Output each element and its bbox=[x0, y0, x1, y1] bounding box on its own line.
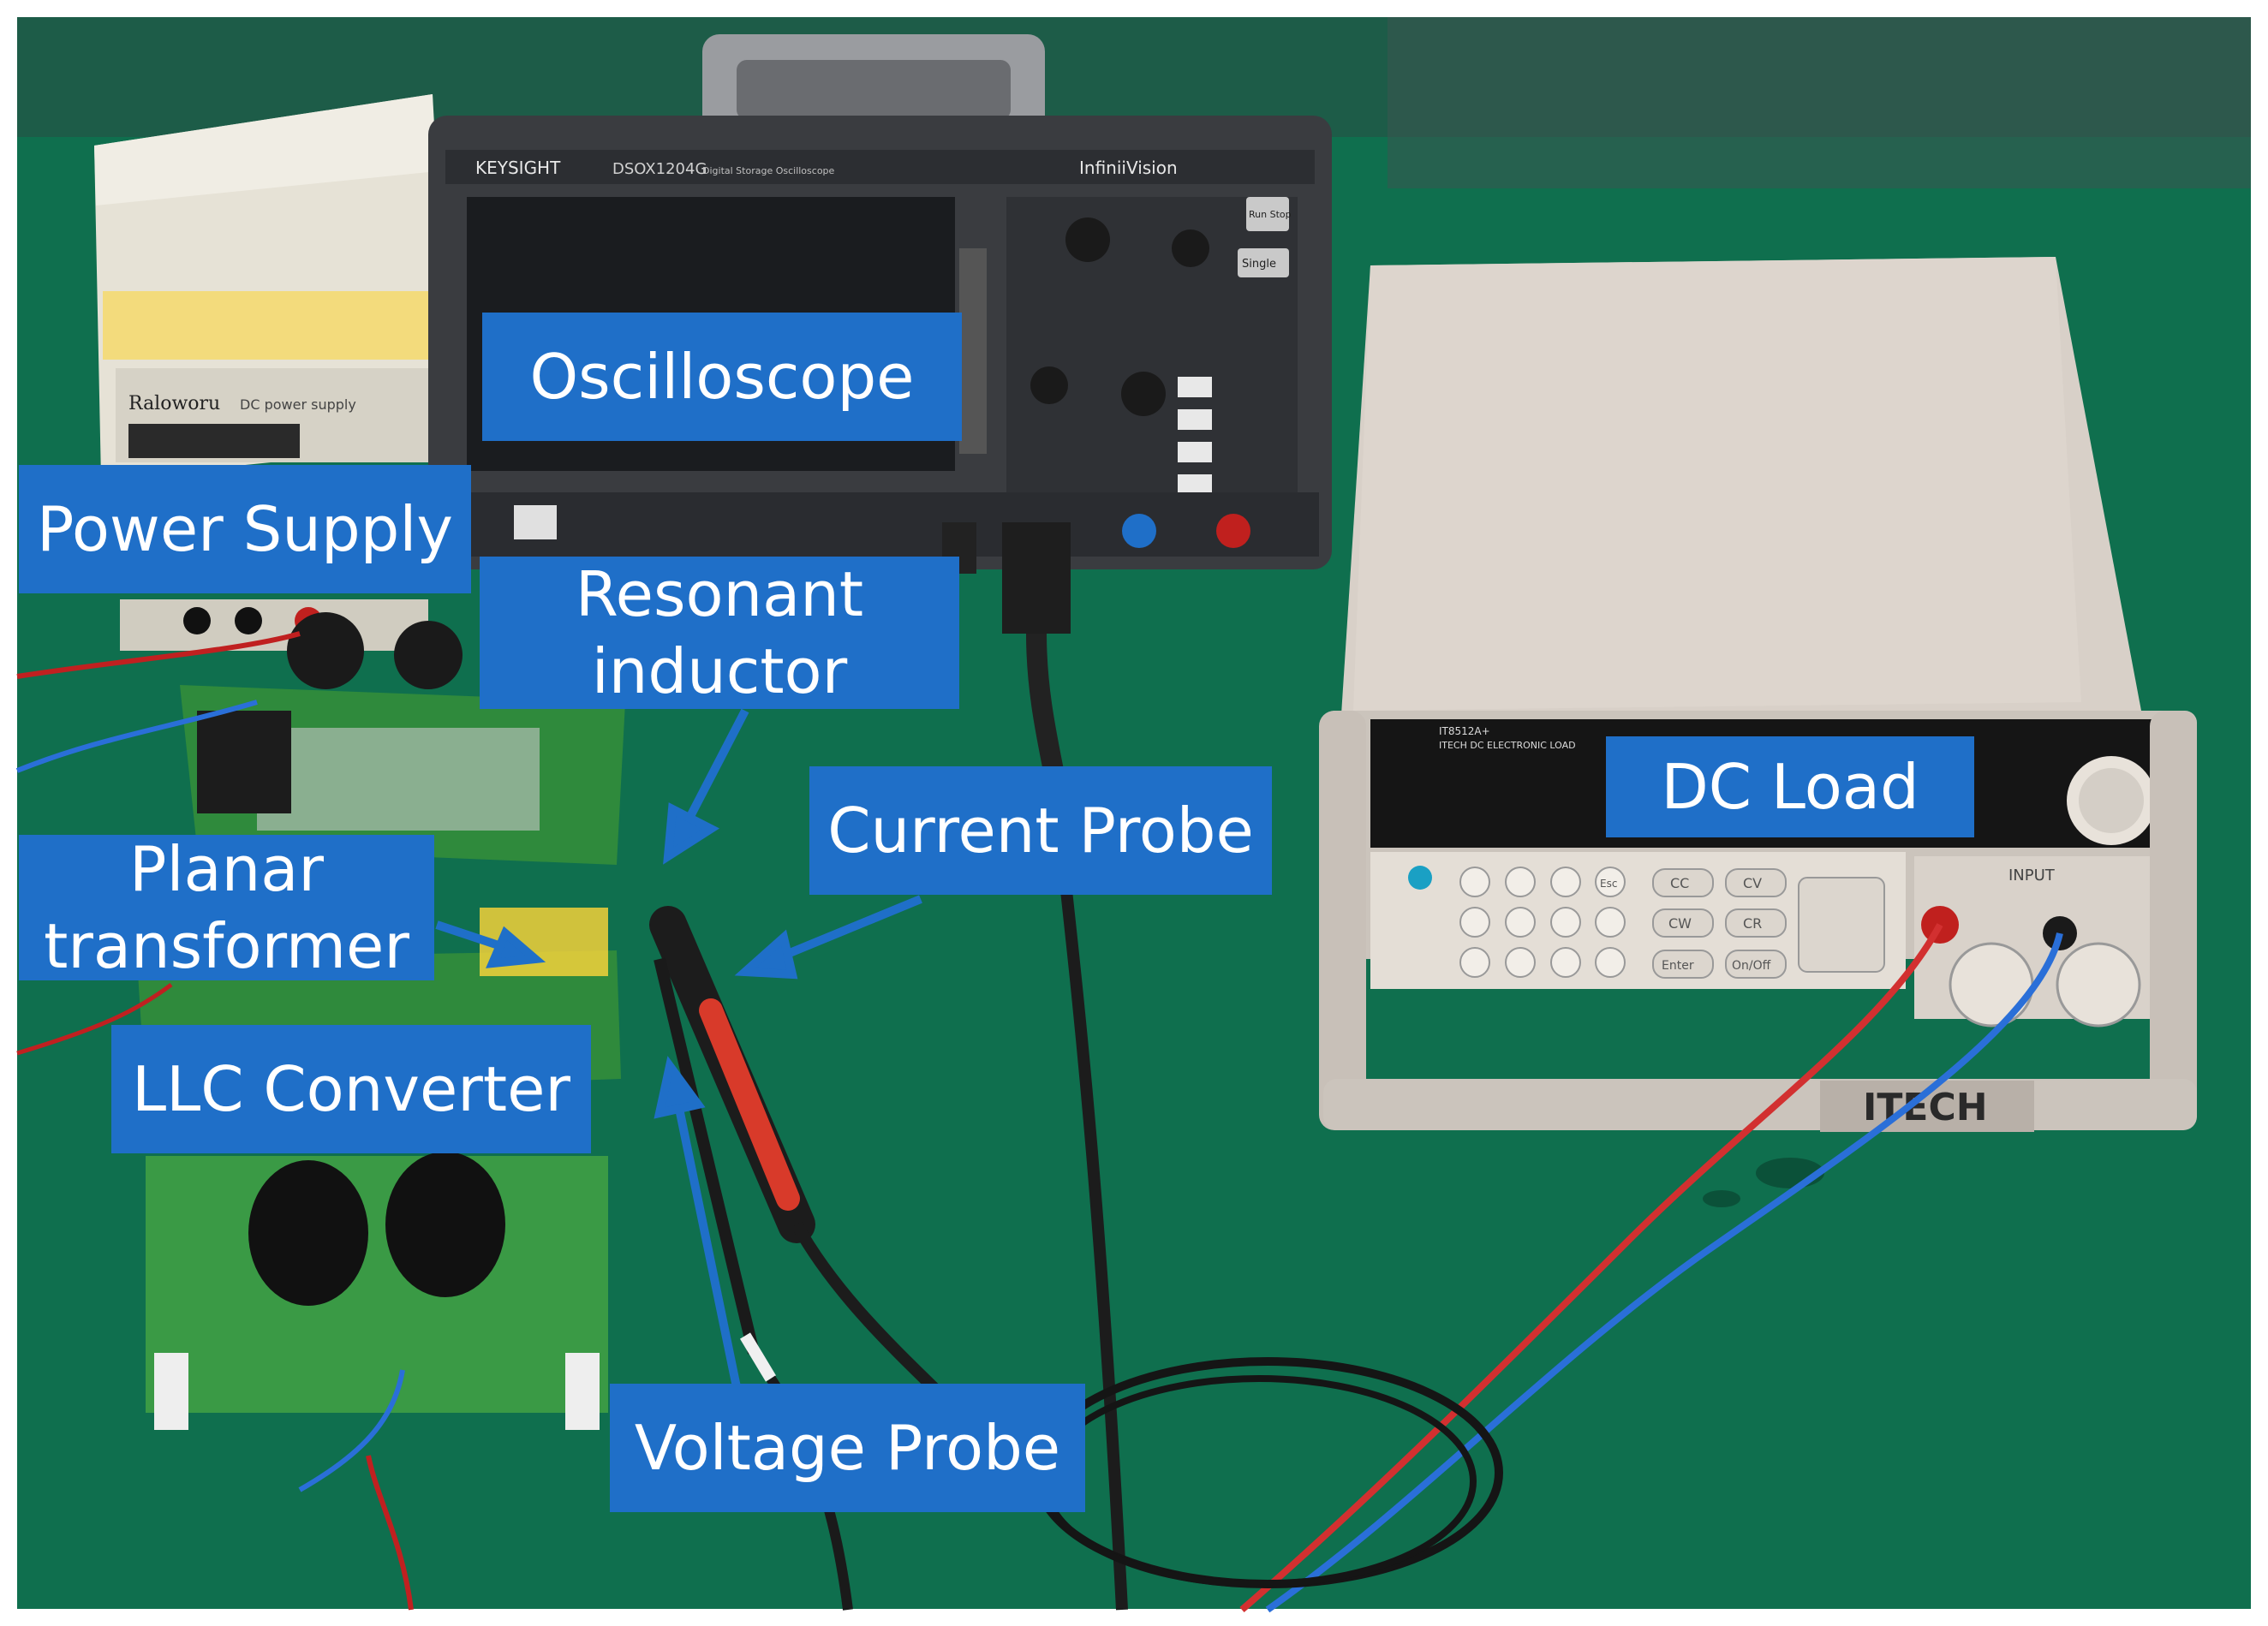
load-key-cw: CW bbox=[1668, 915, 1692, 932]
label-resonant-inductor: Resonant inductor bbox=[480, 557, 959, 709]
load-key-cc: CC bbox=[1670, 875, 1689, 891]
label-voltage-probe: Voltage Probe bbox=[610, 1384, 1085, 1512]
osc-model-text: DSOX1204G bbox=[612, 160, 707, 178]
llc-converter-boards bbox=[137, 612, 625, 1430]
osc-single-text: Single bbox=[1242, 258, 1276, 271]
label-oscilloscope: Oscilloscope bbox=[482, 313, 962, 441]
label-planar-transformer: Planar transformer bbox=[19, 833, 434, 982]
load-negative-terminal bbox=[2056, 942, 2141, 1027]
osc-series-text: InfiniiVision bbox=[1079, 158, 1178, 178]
dc-power-supply: Raloworu DC power supply bbox=[94, 94, 445, 651]
load-key-cr: CR bbox=[1743, 915, 1762, 932]
load-key-enter: Enter bbox=[1662, 959, 1694, 973]
osc-brand-text: KEYSIGHT bbox=[475, 158, 561, 178]
load-key-onoff: On/Off bbox=[1732, 959, 1771, 973]
label-current-probe: Current Probe bbox=[809, 766, 1272, 895]
psu-desc-text: DC power supply bbox=[240, 396, 356, 413]
load-model-text: IT8512A+ bbox=[1439, 725, 1490, 737]
psu-brand-text: Raloworu bbox=[128, 393, 220, 414]
osc-desc-text: Digital Storage Oscilloscope bbox=[702, 165, 835, 176]
load-key-cv: CV bbox=[1743, 875, 1762, 891]
label-llc-converter: LLC Converter bbox=[111, 1025, 591, 1153]
load-desc-text: ITECH DC ELECTRONIC LOAD bbox=[1439, 740, 1576, 751]
load-input-text: INPUT bbox=[2008, 867, 2056, 884]
osc-run-stop-text: Run Stop bbox=[1249, 209, 1292, 220]
load-key-esc: Esc bbox=[1600, 878, 1617, 890]
pointer-arrows bbox=[435, 708, 922, 1389]
label-power-supply: Power Supply bbox=[19, 465, 471, 593]
label-dc-load: DC Load bbox=[1606, 736, 1974, 837]
load-positive-terminal bbox=[1949, 942, 2034, 1027]
